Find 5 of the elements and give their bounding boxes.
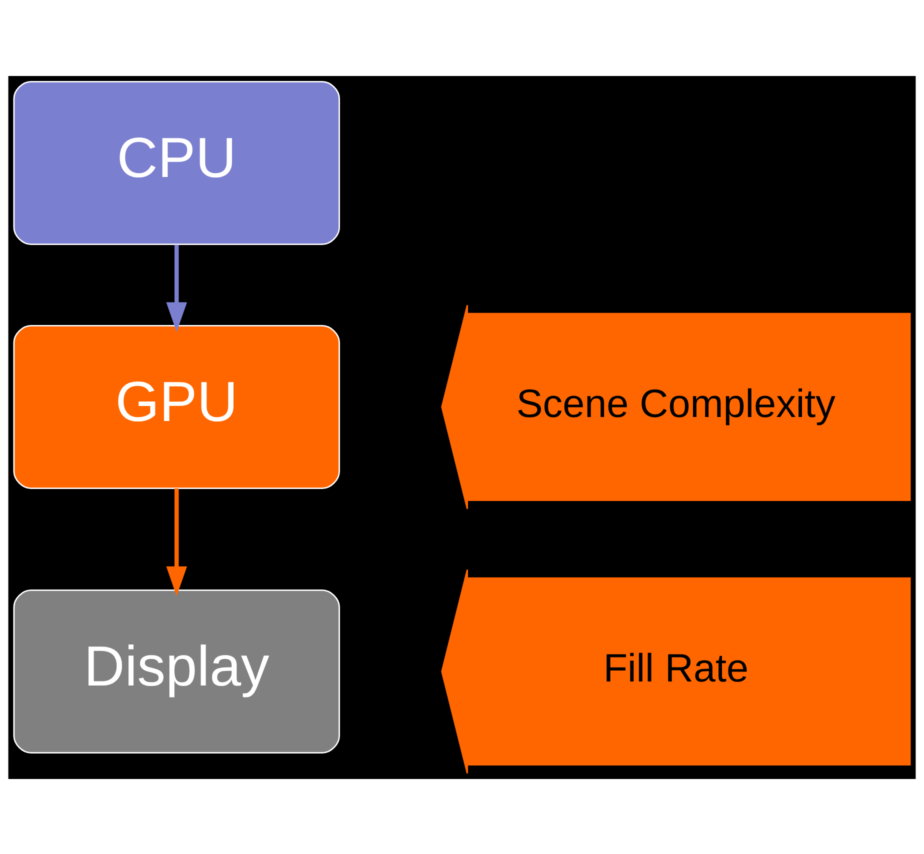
arrow [166, 244, 188, 332]
node-box: CPU [13, 80, 340, 245]
node-box: GPU [13, 324, 340, 489]
arrow [166, 488, 188, 596]
node-box: Display [13, 588, 340, 754]
